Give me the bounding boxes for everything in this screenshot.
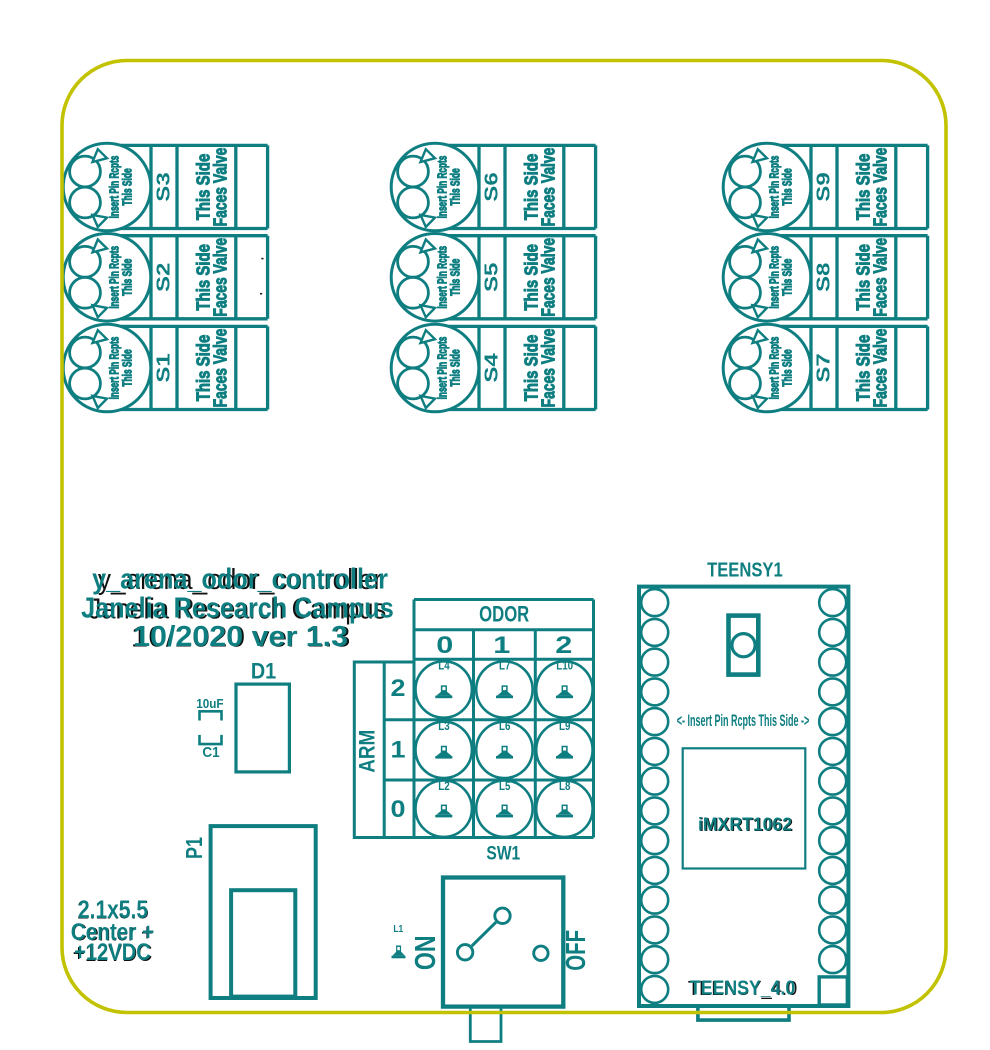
svg-text:1: 1 (493, 631, 510, 658)
svg-text:2: 2 (391, 675, 406, 702)
svg-text:ON: ON (411, 935, 442, 970)
svg-text:S7: S7 (813, 353, 834, 382)
svg-text:S2: S2 (153, 263, 174, 292)
svg-text:L5: L5 (499, 781, 510, 794)
svg-text:S6: S6 (481, 172, 502, 201)
svg-text:0: 0 (391, 796, 406, 823)
svg-text:S9: S9 (813, 172, 834, 201)
svg-text:ODOR: ODOR (479, 603, 529, 628)
svg-text:S5: S5 (481, 263, 502, 292)
svg-text:2: 2 (555, 631, 572, 658)
svg-text:10uF: 10uF (196, 696, 224, 711)
svg-text:1: 1 (391, 737, 406, 764)
svg-text:OFF: OFF (561, 930, 592, 971)
svg-text:SW1: SW1 (486, 842, 520, 864)
svg-text:L1: L1 (393, 923, 403, 934)
svg-text:10/2020 ver 1.3: 10/2020 ver 1.3 (133, 621, 348, 653)
svg-text:ARM: ARM (355, 730, 380, 773)
svg-text:L4: L4 (438, 660, 449, 673)
svg-text:iMXRT1062: iMXRT1062 (699, 815, 793, 835)
svg-text:10/2020 ver 1.3: 10/2020 ver 1.3 (131, 622, 351, 654)
svg-text:P1: P1 (182, 837, 208, 859)
svg-text:Center +: Center + (72, 919, 154, 946)
svg-text:y_arena_odor_controller: y_arena_odor_controller (98, 563, 382, 596)
svg-text:0: 0 (436, 631, 453, 658)
svg-text:2.1x5.5: 2.1x5.5 (77, 896, 149, 924)
svg-text:L9: L9 (559, 720, 570, 733)
svg-text:2.1x5.5: 2.1x5.5 (78, 895, 148, 923)
svg-text:S1: S1 (153, 353, 174, 382)
svg-text:TEENSY_4.0: TEENSY_4.0 (690, 977, 795, 999)
svg-text:L7: L7 (499, 660, 510, 673)
svg-text:S3: S3 (153, 172, 174, 201)
svg-text:D1: D1 (251, 659, 277, 683)
svg-text:iMXRT1062: iMXRT1062 (698, 814, 792, 834)
svg-text:C1: C1 (202, 744, 219, 761)
svg-text:S4: S4 (481, 353, 502, 382)
svg-text:+12VDC: +12VDC (73, 938, 153, 966)
svg-text:Center +: Center + (71, 918, 155, 945)
svg-text:Janelia Research Campus: Janelia Research Campus (81, 591, 394, 624)
svg-text:y_arena_odor_controller: y_arena_odor_controller (92, 562, 388, 595)
svg-text:L8: L8 (559, 781, 570, 794)
svg-text:<- Insert Pin Rcpts This Side: <- Insert Pin Rcpts This Side -> (677, 711, 810, 730)
svg-text:S8: S8 (813, 263, 834, 292)
svg-text:L10: L10 (556, 660, 573, 673)
svg-text:TEENSY1: TEENSY1 (707, 558, 783, 581)
svg-text:L3: L3 (438, 720, 449, 733)
svg-text:+12VDC: +12VDC (74, 938, 150, 965)
svg-text:TEENSY_4.0: TEENSY_4.0 (688, 978, 797, 1000)
svg-text:Janelia Research Campus: Janelia Research Campus (89, 592, 386, 625)
svg-text:L6: L6 (499, 720, 510, 733)
svg-text:L2: L2 (438, 781, 449, 794)
